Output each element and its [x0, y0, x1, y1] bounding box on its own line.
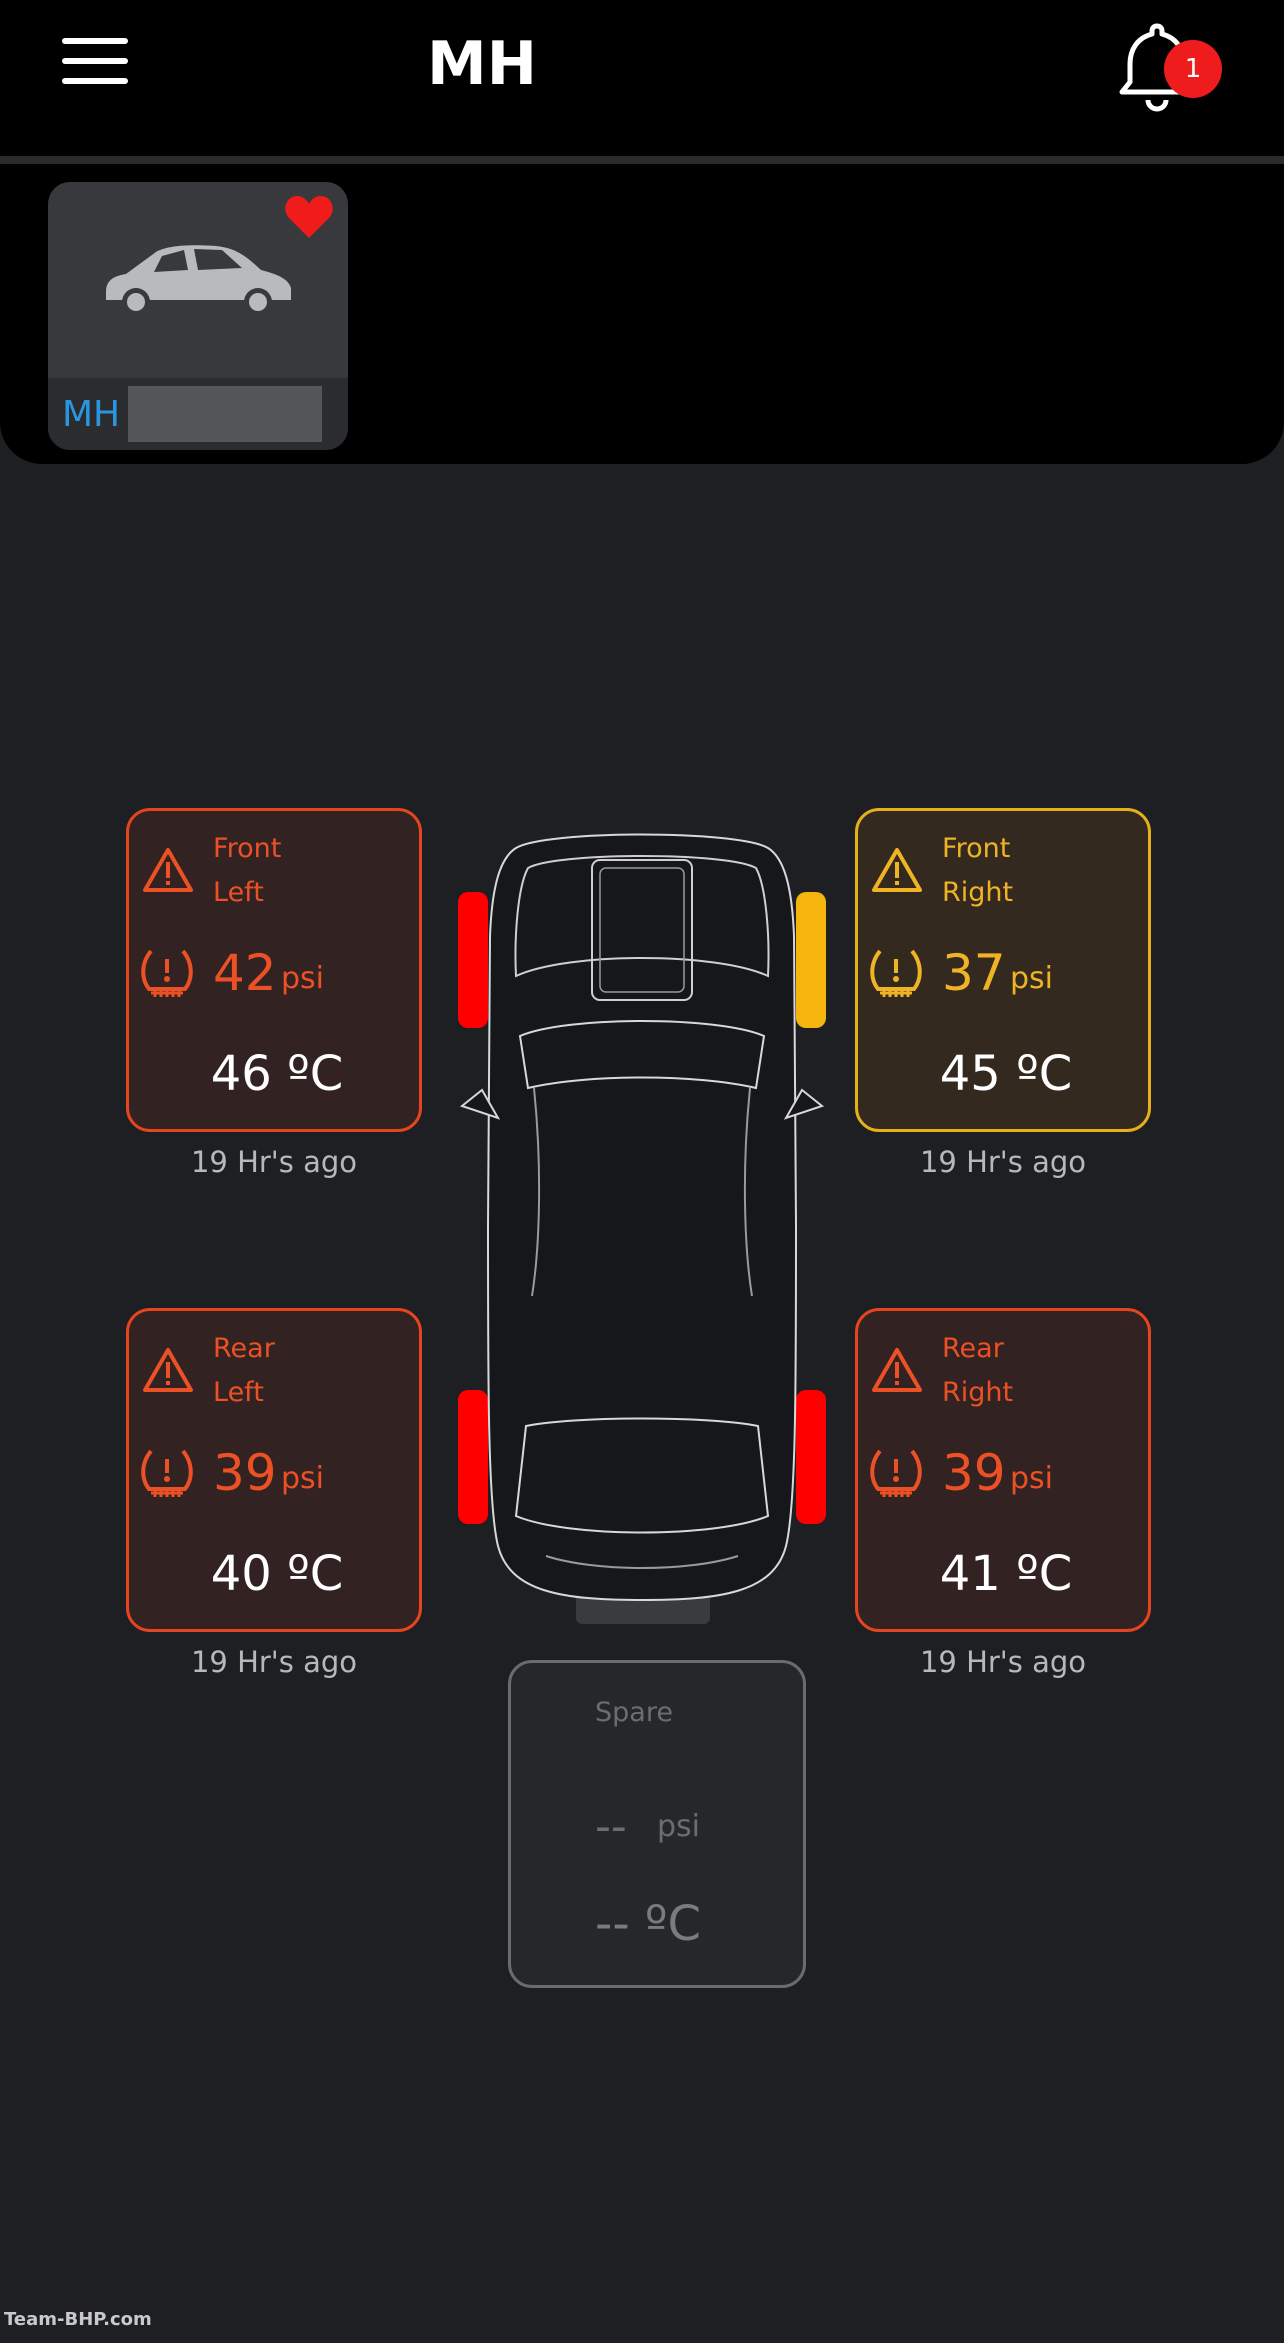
tire-front-left-indicator: [458, 892, 488, 1028]
tire-temperature: 40 ºC: [210, 1546, 344, 1602]
watermark: Team-BHP.com: [4, 2309, 152, 2330]
heart-icon[interactable]: [284, 194, 334, 240]
tire-temperature: 45 ºC: [939, 1046, 1073, 1102]
tire-updated-rear-right: 19 Hr's ago: [919, 1645, 1087, 1679]
tire-pressure-unit: psi: [1010, 961, 1054, 996]
bell-icon: [1119, 23, 1195, 112]
tire-card-spare[interactable]: Spare -- psi -- ºC: [508, 1660, 806, 1988]
tire-temperature: 41 ºC: [939, 1546, 1073, 1602]
tire-position-line1: Rear: [213, 1333, 275, 1364]
tire-position-line2: Right: [942, 1377, 1014, 1408]
tire-updated-front-right: 19 Hr's ago: [919, 1145, 1087, 1179]
tire-card-front-left[interactable]: Front Left 42 psi 46 ºC: [126, 808, 422, 1132]
tire-pressure-unit: psi: [281, 1461, 325, 1496]
tire-position-line1: Front: [213, 833, 282, 864]
warning-icon: [872, 848, 922, 892]
tire-card-front-right[interactable]: Front Right 37 psi 45 ºC: [855, 808, 1151, 1132]
tire-position-line1: Rear: [942, 1333, 1004, 1364]
warning-icon: [872, 1348, 922, 1392]
tire-pressure-icon: [141, 1449, 193, 1497]
spare-pressure-value: --: [595, 1801, 627, 1852]
page-title: MH: [427, 29, 537, 99]
plate-redaction: [128, 386, 322, 442]
tire-pressure-unit: psi: [1010, 1461, 1054, 1496]
tire-pressure-icon: [141, 949, 193, 997]
tire-pressure-value: 37: [942, 944, 1006, 1002]
vehicle-plate-bar: MH: [48, 378, 348, 450]
tire-temperature: 46 ºC: [210, 1046, 344, 1102]
tire-position-line2: Right: [942, 877, 1014, 908]
spare-temperature: -- ºC: [595, 1896, 702, 1952]
header-divider: [0, 156, 1284, 164]
hamburger-menu-icon[interactable]: [62, 38, 128, 88]
tire-position-line2: Left: [213, 877, 264, 908]
tire-pressure-icon: [870, 1449, 922, 1497]
tire-position-line2: Left: [213, 1377, 264, 1408]
vehicle-card[interactable]: MH: [48, 182, 348, 450]
car-side-icon: [106, 245, 291, 316]
tire-pressure-value: 39: [942, 1444, 1006, 1502]
tire-rear-left-indicator: [458, 1390, 488, 1524]
tire-position-line1: Front: [942, 833, 1011, 864]
vehicle-plate: MH: [62, 394, 121, 435]
tire-pressure-icon: [870, 949, 922, 997]
tire-updated-front-left: 19 Hr's ago: [190, 1145, 358, 1179]
spare-label: Spare: [595, 1697, 673, 1728]
tire-rear-right-indicator: [796, 1390, 826, 1524]
tire-card-rear-left[interactable]: Rear Left 39 psi 40 ºC: [126, 1308, 422, 1632]
tire-updated-rear-left: 19 Hr's ago: [190, 1645, 358, 1679]
warning-icon: [143, 1348, 193, 1392]
notifications-button[interactable]: 1: [1112, 16, 1222, 116]
vehicle-selector: MH: [0, 164, 1284, 464]
tire-pressure-value: 39: [213, 1444, 277, 1502]
car-top-view: [458, 833, 826, 1624]
app-header: MH 1: [0, 0, 1284, 156]
warning-icon: [143, 848, 193, 892]
tire-pressure-value: 42: [213, 944, 277, 1002]
tire-front-right-indicator: [796, 892, 826, 1028]
tire-pressure-unit: psi: [281, 961, 325, 996]
notification-badge: 1: [1164, 40, 1222, 98]
tire-card-rear-right[interactable]: Rear Right 39 psi 41 ºC: [855, 1308, 1151, 1632]
spare-pressure-unit: psi: [657, 1809, 701, 1844]
